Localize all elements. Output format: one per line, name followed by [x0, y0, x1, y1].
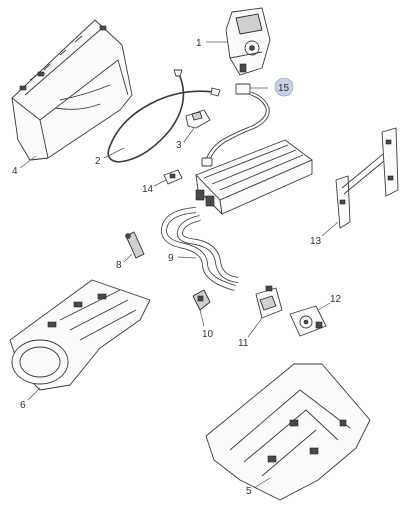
callout-14: 14 [142, 184, 154, 195]
part-8-sensor [125, 231, 145, 259]
part-10-clip [192, 289, 211, 311]
part-9-pipes [161, 207, 239, 291]
part-1-actuator [225, 7, 271, 76]
part-14-bracket [163, 169, 183, 185]
part-6-housing [9, 279, 151, 391]
part-4-housing [11, 19, 133, 161]
callout-9: 9 [168, 253, 174, 264]
callout-15: 15 [278, 83, 290, 94]
callout-3: 3 [176, 140, 182, 151]
part-2-cable [107, 69, 221, 163]
callout-4: 4 [12, 166, 18, 177]
callout-6: 6 [20, 400, 26, 411]
part-5-case [205, 363, 371, 501]
callout-5: 5 [246, 486, 252, 497]
heater-core [195, 139, 313, 215]
callout-13: 13 [310, 236, 322, 247]
part-12-actuator [289, 305, 327, 337]
callout-12: 12 [330, 294, 342, 305]
callout-11: 11 [238, 338, 249, 349]
callout-2: 2 [95, 156, 101, 167]
callout-15-highlight: 15 [274, 77, 294, 97]
part-11-actuator [255, 285, 283, 319]
part-15-harness [201, 83, 270, 167]
callout-1: 1 [196, 38, 202, 49]
leader-lines [19, 41, 339, 489]
callout-labels: 1 2 3 4 5 6 8 9 10 11 12 13 14 15 [12, 38, 342, 497]
part-3-clip [185, 109, 211, 129]
callout-10: 10 [202, 329, 214, 340]
part-13-bracket [335, 127, 399, 229]
callout-8: 8 [116, 260, 122, 271]
